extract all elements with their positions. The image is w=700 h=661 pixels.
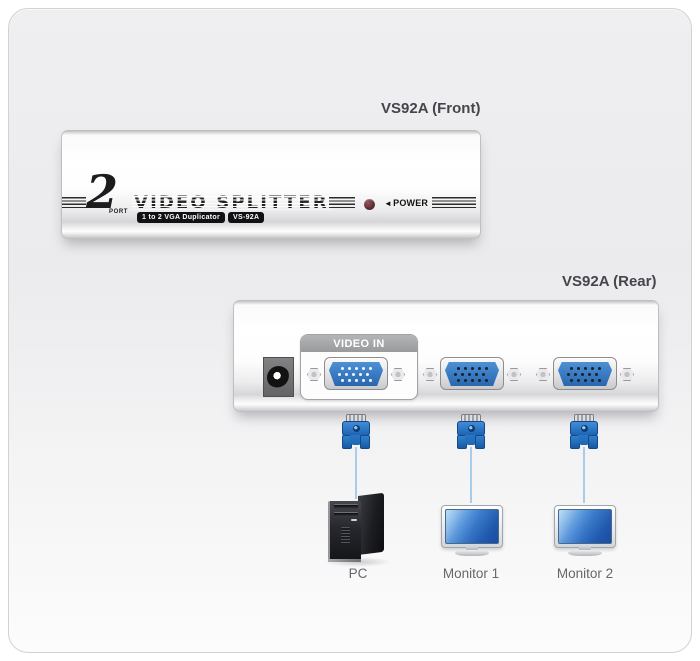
pc-label: PC [348,566,368,581]
monitor-1-icon [441,505,503,557]
monitor-1-label: Monitor 1 [442,566,500,581]
vga-plug-icon [341,414,371,449]
plug-body [570,421,598,436]
video-in-label: VIDEO IN [301,335,417,352]
power-text: POWER [393,198,429,208]
monitor-frame [441,505,503,548]
product-logo: VIDEO SPLITTER [132,193,332,213]
port-count: 2 [86,165,119,219]
dsub-connector [329,362,383,386]
vga-port-video-in-icon [307,357,405,390]
front-badges: 1 to 2 VGA Duplicator VS-92A [137,212,265,223]
monitor-neck [579,546,591,551]
splitter-front-panel: 2 PORT VIDEO SPLITTER 1 to 2 VGA Duplica… [61,130,481,239]
decor-stripes-right [432,197,476,210]
screw-icon [536,368,550,381]
monitor-base [455,550,489,556]
decor-stripes-left [62,197,86,210]
pc-base [328,559,361,562]
product-name: VIDEO SPLITTER [134,193,329,213]
screw-icon [507,368,521,381]
vga-pins [457,367,460,370]
plug-wings [569,435,599,449]
pc-side [358,492,384,555]
port-word: PORT [109,209,129,215]
vga-shell [440,357,504,390]
plug-body [457,421,485,436]
power-label: ◄POWER [384,198,428,208]
front-view-title: VS92A (Front) [381,100,481,117]
vga-pins [570,367,573,370]
cable-monitor-1 [470,447,472,503]
model-badge: VS-92A [228,212,265,223]
vga-plug-icon [569,414,599,449]
vga-shell [553,357,617,390]
monitor-2-icon [554,505,616,557]
duplicator-badge: 1 to 2 VGA Duplicator [137,212,225,223]
pc-front [328,501,361,560]
plug-wings [456,435,486,449]
vga-port-out-2-icon [536,357,634,390]
monitor-screen [558,509,612,544]
cable-monitor-2 [583,447,585,503]
plug-body [342,421,370,436]
screw-icon [620,368,634,381]
diagram-canvas: VS92A (Front) 2 PORT VIDEO SPLITTER 1 to… [8,8,692,653]
power-led-icon [364,199,375,210]
screw-icon [307,368,321,381]
vga-plug-icon [456,414,486,449]
dsub-connector [445,362,499,386]
vga-port-out-1-icon [423,357,521,390]
dsub-connector [558,362,612,386]
monitor-base [568,550,602,556]
screw-icon [391,368,405,381]
splitter-rear-panel: VIDEO IN [233,300,659,412]
pc-tower-icon [324,492,392,567]
monitor-frame [554,505,616,548]
monitor-screen [445,509,499,544]
monitor-neck [466,546,478,551]
vga-pins [341,367,344,370]
monitor-2-label: Monitor 2 [556,566,614,581]
rear-view-title: VS92A (Rear) [562,273,657,290]
screw-icon [423,368,437,381]
cable-pc [355,447,357,499]
power-jack-icon [263,357,294,397]
plug-wings [341,435,371,449]
power-arrow-icon: ◄ [384,199,393,208]
vga-shell [324,357,388,390]
decor-stripes-mid [329,197,355,210]
